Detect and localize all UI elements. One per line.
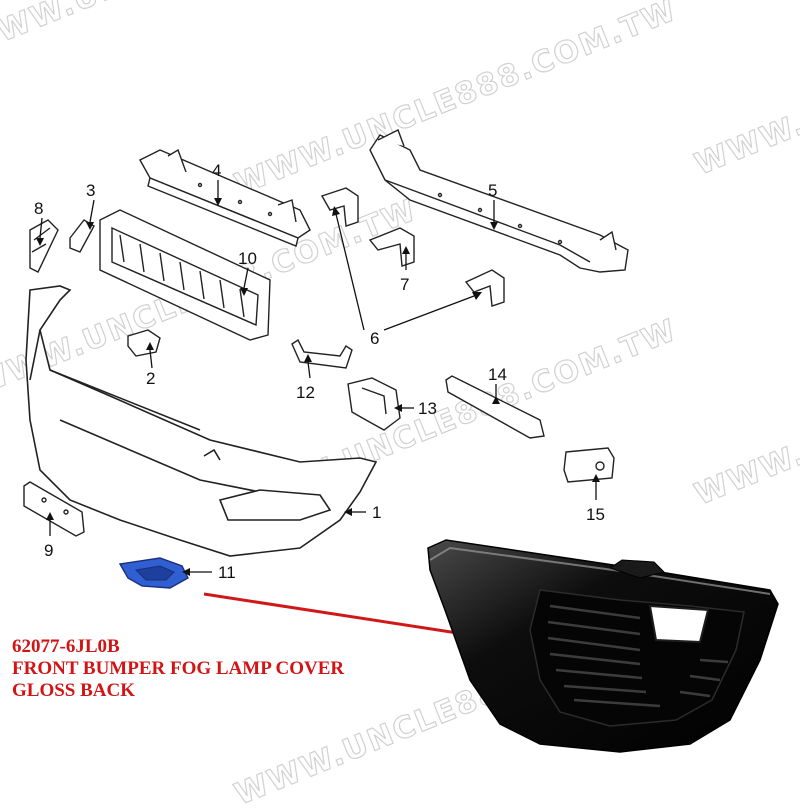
callout-2: 2 — [146, 369, 155, 388]
part-description-line-1: FRONT BUMPER FOG LAMP COVER — [12, 658, 345, 679]
part-description-line-2: GLOSS BACK — [12, 680, 136, 701]
callout-15: 15 — [586, 505, 605, 524]
part-7-bracket — [368, 227, 415, 267]
part-12-bracket — [291, 338, 353, 369]
part-3-clip-bracket — [69, 219, 95, 253]
part-11-fog-lamp-cover-highlight — [118, 557, 189, 589]
leader-arrowheads — [36, 198, 600, 576]
part-6-bracket-b — [464, 269, 505, 307]
callout-8: 8 — [34, 199, 43, 218]
callout-4: 4 — [212, 161, 221, 180]
callout-1: 1 — [372, 503, 381, 522]
callout-14: 14 — [488, 365, 507, 384]
part-10-grille-bracket — [99, 209, 271, 341]
callout-3: 3 — [86, 181, 95, 200]
product-photo-fog-lamp-cover — [427, 539, 779, 753]
part-2-clip — [127, 329, 161, 357]
callout-10: 10 — [238, 249, 257, 268]
part-8-side-bracket — [29, 219, 59, 273]
part-5-radiator-support — [369, 129, 629, 273]
callout-7: 7 — [400, 275, 409, 294]
part-14-absorber — [445, 375, 545, 439]
part-9-license-bracket — [23, 481, 85, 537]
callout-13: 13 — [418, 399, 437, 418]
part-4-reinforcement-beam — [139, 148, 311, 247]
callout-5: 5 — [488, 181, 497, 200]
part-6-bracket-a — [320, 187, 359, 227]
callout-12: 12 — [296, 383, 315, 402]
caption-block: 62077-6JL0B FRONT BUMPER FOG LAMP COVER … — [12, 636, 344, 702]
callout-9: 9 — [44, 541, 53, 560]
part-15-bracket — [563, 447, 615, 483]
callout-11: 11 — [218, 563, 236, 582]
callout-6: 6 — [370, 329, 379, 348]
red-pointer-line — [203, 592, 465, 636]
part-13-guide-bracket — [347, 377, 401, 431]
part-1-bumper-cover — [25, 285, 378, 557]
part-number-label: 62077-6JL0B — [12, 636, 120, 657]
